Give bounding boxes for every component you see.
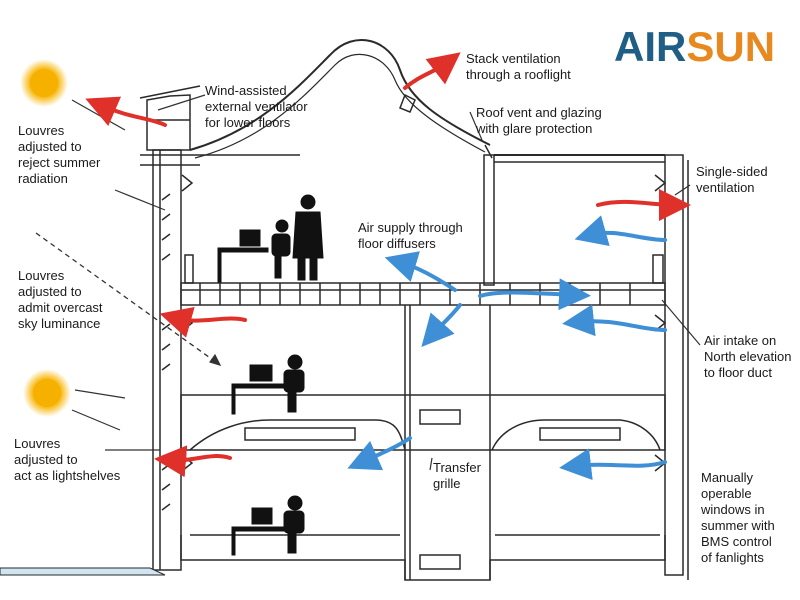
label-roof-vent: Roof vent and glazing with glare protect…: [476, 105, 602, 136]
desk-icon: [217, 247, 269, 283]
logo-part-sun: SUN: [686, 23, 776, 70]
person-icon: [283, 354, 305, 413]
arrow-icon: [559, 448, 667, 481]
office-furniture: [217, 194, 324, 556]
desk-icon: [231, 526, 285, 556]
arrow-icon: [154, 445, 232, 478]
computer-icon: [251, 507, 273, 525]
person-icon: [283, 495, 305, 554]
label-manually-operable-windows: Manually operable windows in summer with…: [701, 470, 775, 565]
sun-icon: [20, 59, 68, 107]
person-icon: [292, 194, 324, 281]
water-pool: [0, 567, 166, 576]
label-air-intake: Air intake on North elevation to floor d…: [704, 333, 792, 380]
desk-icon: [231, 383, 285, 415]
arrow-icon: [562, 304, 667, 337]
arrow-icon: [384, 251, 457, 292]
arrow-icon: [421, 303, 462, 347]
label-wind-assisted-ventilator: Wind-assisted external ventilator for lo…: [205, 83, 308, 130]
label-stack-ventilation: Stack ventilation through a rooflight: [466, 51, 571, 82]
label-air-supply: Air supply through floor diffusers: [358, 220, 463, 251]
cool-air-arrows: [347, 215, 667, 481]
airsun-logo: AIRSUN: [614, 24, 775, 70]
warm-air-arrows: [85, 52, 691, 478]
arrow-icon: [85, 96, 167, 127]
logo-part-air: AIR: [614, 23, 687, 70]
computer-icon: [249, 364, 273, 382]
label-transfer-grille: Transfer grille: [433, 460, 481, 491]
arrow-icon: [478, 278, 591, 311]
person-icon: [271, 219, 291, 279]
computer-icon: [239, 229, 261, 247]
label-louvres-reject-radiation: Louvres adjusted to reject summer radiat…: [18, 123, 101, 186]
label-louvres-admit-luminance: Louvres adjusted to admit overcast sky l…: [18, 268, 103, 331]
arrow-icon: [347, 436, 412, 471]
arrow-icon: [596, 188, 691, 221]
leader-lines: [35, 94, 701, 471]
arrow-icon: [403, 52, 461, 90]
arrow-icon: [574, 215, 667, 247]
arrow-icon: [159, 306, 247, 338]
label-single-sided-ventilation: Single-sided ventilation: [696, 164, 768, 195]
sun-icon: [23, 369, 71, 417]
label-louvres-lightshelves: Louvres adjusted to act as lightshelves: [14, 436, 121, 483]
